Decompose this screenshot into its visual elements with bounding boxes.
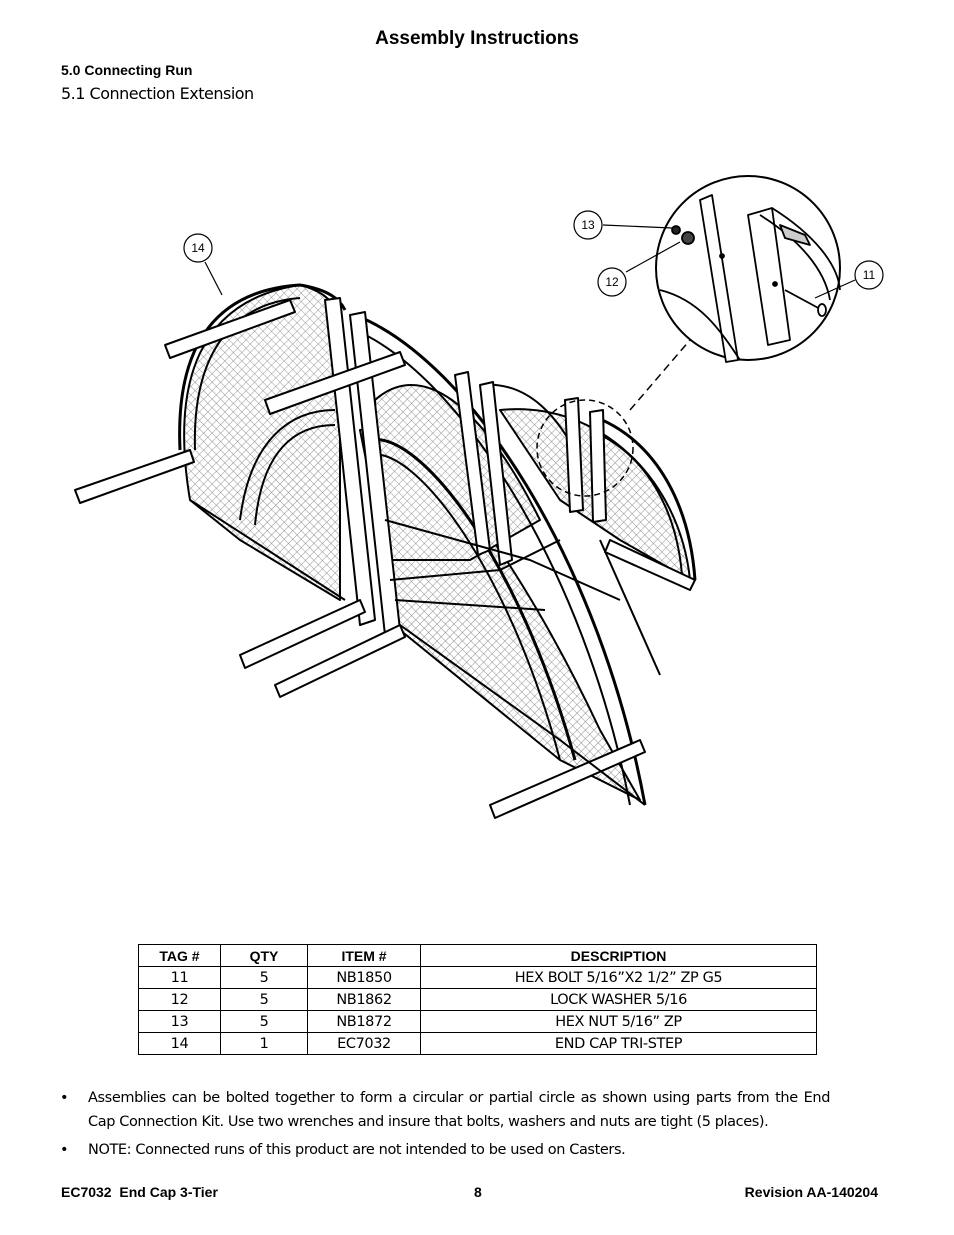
header-qty: QTY [220,944,308,967]
notes-list: • Assemblies can be bolted together to f… [60,1086,830,1166]
note-text: NOTE: Connected runs of this product are… [88,1142,626,1158]
table-row: 12 5 NB1862 LOCK WASHER 5/16 [138,988,817,1011]
detail-circle-small [536,399,634,497]
callout-leader-11 [814,279,856,299]
note-text: Assemblies can be bolted together to for… [88,1090,830,1130]
rail-long-3 [394,599,546,611]
section-heading: 5.0 Connecting Run [61,62,193,78]
list-item: • Assemblies can be bolted together to f… [60,1086,830,1134]
rail-base-left [189,499,346,601]
detail-view [659,194,841,363]
footer-revision: Revision AA-140204 [744,1184,878,1200]
parts-table: TAG # QTY ITEM # DESCRIPTION 11 5 NB1850… [138,944,817,1055]
rail-right-foot [604,539,696,591]
cell-tag: 14 [138,1032,221,1055]
cell-qty: 1 [220,1032,308,1055]
rail-base-right [599,539,661,676]
cell-tag: 12 [138,988,221,1011]
rail-long-2 [389,539,561,581]
arch-mid-inner [369,453,561,761]
cell-item: EC7032 [307,1032,421,1055]
table-row: 14 1 EC7032 END CAP TRI-STEP [138,1032,817,1055]
post-6 [589,409,607,523]
footer-document-id: EC7032 End Cap 3-Tier [61,1184,218,1200]
callout-12-label: 12 [605,275,619,289]
bar-left-extension [74,449,195,504]
arch-small-inner [254,424,336,526]
table-row: 11 5 NB1850 HEX BOLT 5/16”X2 1/2” ZP G5 [138,966,817,989]
detail-circle-large [655,175,841,361]
post-4 [479,381,513,566]
post-5 [564,397,584,513]
page-title: Assembly Instructions [375,28,579,49]
cell-item: NB1850 [307,966,421,989]
bar-top-left [164,299,296,359]
bullet-icon: • [60,1090,69,1106]
callout-leader-13 [602,224,673,229]
assembly-drawing: 14 13 12 11 [74,175,884,819]
bar-bottom-1 [239,599,366,669]
subsection-heading: 5.1 Connection Extension [61,84,254,103]
header-item: ITEM # [307,944,421,967]
arch-left-outer [178,283,347,451]
cell-description: END CAP TRI-STEP [420,1032,817,1055]
bullet-icon: • [60,1142,69,1158]
cell-tag: 11 [138,966,221,989]
cell-tag: 13 [138,1010,221,1033]
arch-main-outer [354,313,647,806]
callout-13-label: 13 [581,218,595,232]
callout-leader-12 [625,241,681,273]
cell-qty: 5 [220,1010,308,1033]
bar-upper-mid [264,351,406,415]
cell-qty: 5 [220,988,308,1011]
cell-qty: 5 [220,966,308,989]
arch-small [239,409,336,521]
table-header-row: TAG # QTY ITEM # DESCRIPTION [138,944,817,967]
detail-leader [629,339,691,411]
cell-description: HEX BOLT 5/16”X2 1/2” ZP G5 [420,966,817,989]
callout-14-label: 14 [191,241,205,255]
callout-11-label: 11 [863,268,876,282]
header-description: DESCRIPTION [420,944,817,967]
cell-item: NB1872 [307,1010,421,1033]
footer-page-number: 8 [474,1184,482,1200]
cell-description: HEX NUT 5/16” ZP [420,1010,817,1033]
header-tag: TAG # [138,944,221,967]
arch-mid-outer [369,438,577,761]
callout-leader-14 [204,261,223,296]
cell-item: NB1862 [307,988,421,1011]
list-item: • NOTE: Connected runs of this product a… [60,1138,830,1162]
arch-right-outer [589,413,697,581]
bar-bottom-2 [274,624,406,698]
arch-right-inner [589,429,683,576]
table-row: 13 5 NB1872 HEX NUT 5/16” ZP [138,1010,817,1033]
rail-base-mid [399,624,646,806]
cell-description: LOCK WASHER 5/16 [420,988,817,1011]
bar-bottom-3 [489,739,646,819]
rail-long-1 [384,519,621,601]
